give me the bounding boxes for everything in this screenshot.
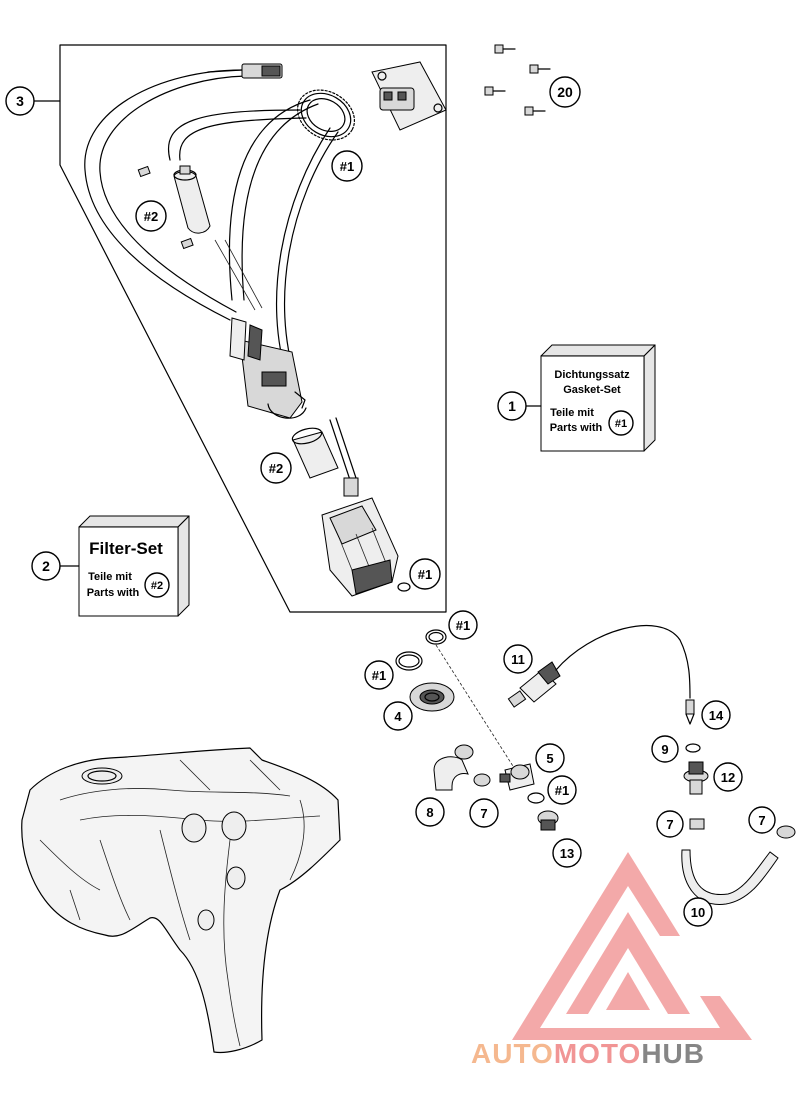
pump-assembly-frame: [59, 44, 447, 613]
svg-text:Teile mit: Teile mit: [550, 407, 594, 419]
callout-11: 11: [503, 644, 533, 674]
leader-dashed: [435, 644, 519, 775]
svg-text:#2: #2: [269, 461, 283, 476]
callout-2: 2: [31, 551, 61, 581]
svg-text:12: 12: [721, 770, 735, 785]
svg-text:8: 8: [426, 805, 433, 820]
hose-elbow-8: [433, 744, 474, 791]
svg-text:2: 2: [42, 558, 50, 574]
clamp-7-right: [776, 825, 796, 839]
svg-text:#2: #2: [151, 580, 163, 592]
svg-text:Dichtungssatz: Dichtungssatz: [554, 369, 630, 381]
callout-14: 14: [701, 700, 731, 730]
svg-text:7: 7: [480, 806, 487, 821]
flange-connector: [371, 61, 447, 131]
clamp-7-left: [473, 773, 491, 787]
svg-text:#1: #1: [418, 567, 432, 582]
callout-7-left: 7: [469, 798, 499, 828]
svg-text:Gasket-Set: Gasket-Set: [563, 384, 621, 396]
callout-10: 10: [683, 897, 713, 927]
t-connector-5: [499, 763, 535, 791]
hose-10: [681, 849, 779, 905]
svg-text:#2: #2: [144, 209, 158, 224]
callout-8: 8: [415, 797, 445, 827]
svg-text:#1: #1: [555, 783, 569, 798]
quick-connector-11: [507, 625, 691, 708]
watermark-moto: MOTO: [554, 1038, 641, 1069]
watermark-logo: [512, 852, 752, 1040]
svg-text:#1: #1: [340, 159, 354, 174]
fuel-lines: [168, 99, 339, 381]
svg-text:#1: #1: [615, 418, 627, 430]
fuel-tank: [21, 747, 341, 1054]
callout-12: 12: [713, 762, 743, 792]
clamp-7-mid: [689, 818, 705, 830]
wiring-harness: [84, 63, 283, 321]
tank-flange-ring: [409, 682, 455, 712]
ref-1-oring-c: #1: [547, 775, 577, 805]
screws-group-20: [484, 44, 551, 116]
svg-text:11: 11: [511, 652, 525, 667]
svg-text:13: 13: [560, 846, 574, 861]
svg-text:Parts with: Parts with: [87, 587, 140, 599]
watermark-auto: AUTO: [471, 1038, 554, 1069]
svg-text:7: 7: [758, 813, 765, 828]
watermark-hub: HUB: [641, 1038, 705, 1069]
callout-5: 5: [535, 743, 565, 773]
svg-text:9: 9: [661, 742, 668, 757]
svg-text:Parts with: Parts with: [550, 422, 603, 434]
filter-set-box: Filter-Set Teile mit Parts with #2: [78, 515, 190, 617]
fuel-pump-body: [229, 317, 307, 419]
pump-pipe: [329, 419, 351, 481]
valve-12: [683, 761, 709, 795]
svg-text:Filter-Set: Filter-Set: [89, 539, 163, 558]
callout-13: 13: [552, 838, 582, 868]
filter-sleeve: [291, 427, 339, 479]
pump-oring: [397, 582, 411, 592]
svg-text:1: 1: [508, 398, 516, 414]
ref-1-ring-top: #1: [331, 150, 363, 182]
callout-3: 3: [5, 86, 35, 116]
seal-ring-top: [296, 89, 356, 141]
filter-housing: [321, 497, 399, 597]
oring-small-5: [527, 792, 545, 804]
oring-large: [395, 651, 423, 671]
oring-top: [425, 629, 447, 645]
ref-1-pump: #1: [409, 558, 441, 590]
svg-text:4: 4: [394, 709, 402, 724]
svg-text:20: 20: [557, 84, 573, 100]
svg-text:14: 14: [709, 708, 724, 723]
svg-text:#1: #1: [456, 618, 470, 633]
callout-7-mid: 7: [656, 810, 684, 838]
callout-20: 20: [549, 76, 581, 108]
callout-1: 1: [497, 391, 527, 421]
automotohub-watermark: AUTOMOTOHUB: [471, 852, 752, 1069]
svg-text:10: 10: [691, 905, 705, 920]
ref-1-oring-a: #1: [448, 610, 478, 640]
svg-text:Teile mit: Teile mit: [88, 571, 132, 583]
ref-2-sleeve: #2: [260, 452, 292, 484]
callout-7-right: 7: [748, 806, 776, 834]
ref-2-filter: #2: [135, 200, 167, 232]
svg-text:#1: #1: [372, 668, 386, 683]
filter-small-parts: [137, 165, 211, 250]
svg-text:7: 7: [666, 817, 673, 832]
callout-4: 4: [383, 701, 413, 731]
svg-text:AUTOMOTOHUB: AUTOMOTOHUB: [471, 1038, 705, 1069]
svg-text:5: 5: [546, 751, 553, 766]
oring-9: [685, 743, 701, 753]
callout-9: 9: [651, 735, 679, 763]
ref-1-oring-b: #1: [364, 660, 394, 690]
fitting-13: [537, 810, 559, 831]
svg-text:3: 3: [16, 93, 24, 109]
plug-14: [685, 699, 695, 725]
gasket-set-box: Dichtungssatz Gasket-Set Teile mit Parts…: [540, 344, 656, 452]
